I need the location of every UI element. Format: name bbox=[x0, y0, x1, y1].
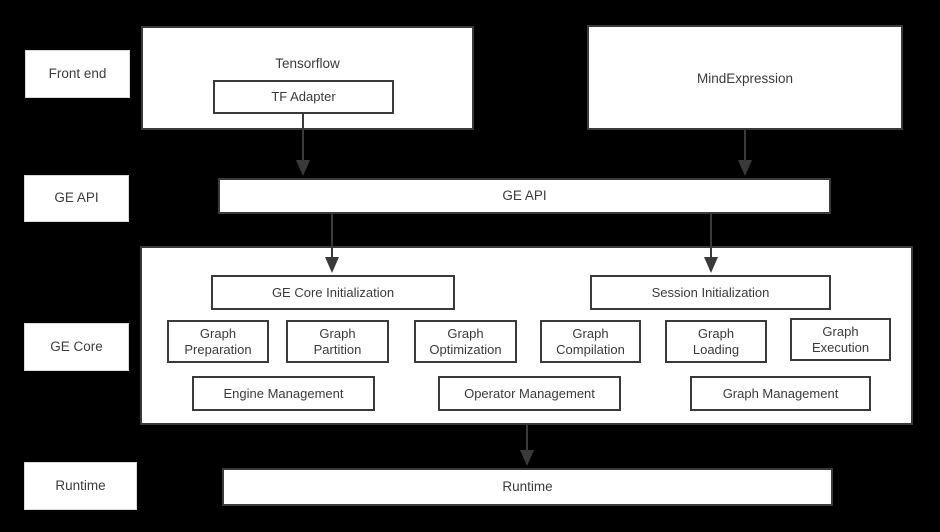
mindexpression-panel bbox=[587, 25, 903, 130]
session-initialization-box[interactable]: Session Initialization bbox=[590, 275, 831, 310]
graph-preparation-box[interactable]: Graph Preparation bbox=[167, 320, 269, 363]
arrow-mindexpression-to-ge-api bbox=[738, 130, 752, 176]
operator-management-box[interactable]: Operator Management bbox=[438, 376, 621, 411]
tier-label-front-end: Front end bbox=[25, 50, 130, 98]
ge-core-initialization-box[interactable]: GE Core Initialization bbox=[211, 275, 455, 310]
graph-optimization-box[interactable]: Graph Optimization bbox=[414, 320, 517, 363]
tier-label-ge-core: GE Core bbox=[24, 323, 129, 371]
arrow-tf-adapter-to-ge-api bbox=[296, 113, 310, 176]
graph-execution-box[interactable]: Graph Execution bbox=[790, 318, 891, 361]
graph-partition-box[interactable]: Graph Partition bbox=[286, 320, 389, 363]
tier-label-ge-api: GE API bbox=[24, 175, 129, 222]
arrow-ge-core-to-runtime bbox=[520, 425, 534, 466]
graph-compilation-box[interactable]: Graph Compilation bbox=[540, 320, 641, 363]
graph-management-box[interactable]: Graph Management bbox=[690, 376, 871, 411]
ge-api-bar[interactable]: GE API bbox=[218, 178, 831, 214]
graph-loading-box[interactable]: Graph Loading bbox=[665, 320, 767, 363]
tier-label-runtime: Runtime bbox=[24, 462, 137, 510]
tensorflow-title: Tensorflow bbox=[275, 56, 340, 71]
engine-management-box[interactable]: Engine Management bbox=[192, 376, 375, 411]
mindexpression-title: MindExpression bbox=[696, 71, 794, 86]
arrow-ge-api-to-ge-core-initialization bbox=[325, 214, 339, 273]
arrow-ge-api-to-session-initialization bbox=[704, 214, 718, 273]
runtime-bar[interactable]: Runtime bbox=[222, 468, 833, 506]
